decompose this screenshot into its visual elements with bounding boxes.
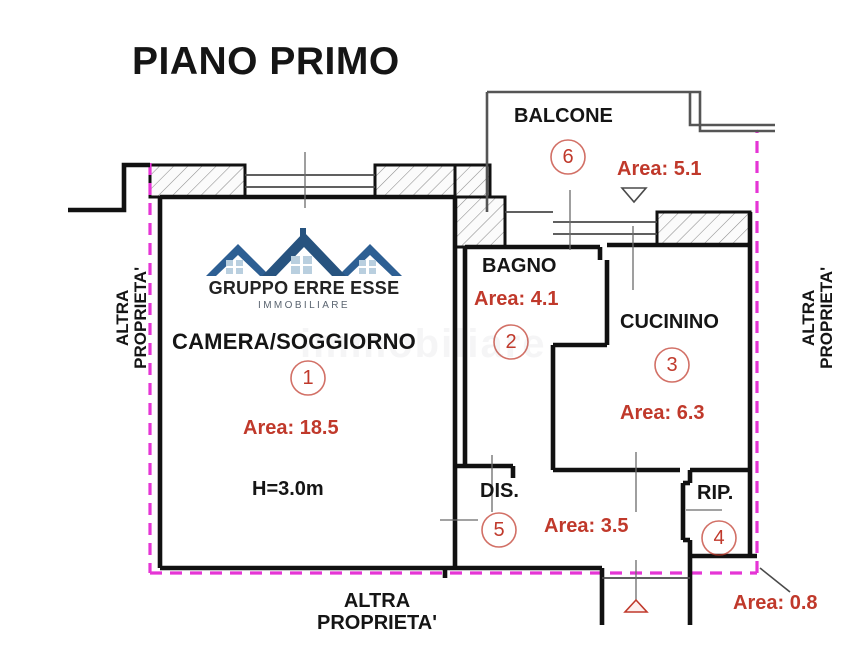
marker-circle-3 (654, 347, 690, 383)
area-leader-line (759, 567, 791, 593)
area-value-bagno: Area: 4.1 (474, 288, 559, 310)
hatched-walls (148, 163, 752, 249)
neighbour-label-left: ALTRA PROPRIETA' (113, 266, 150, 369)
area-value-rip: Area: 0.8 (733, 592, 818, 614)
balcony-outline (485, 90, 775, 212)
room-label-cucinino: CUCININO (620, 311, 719, 333)
area-value-camera-soggiorno: Area: 18.5 (243, 417, 339, 439)
neighbour-label-bottom: ALTRA PROPRIETA' (317, 590, 437, 635)
area-value-balcone: Area: 5.1 (617, 158, 702, 180)
door-direction-markers (620, 187, 649, 613)
marker-circle-6 (550, 139, 586, 175)
room-label-bagno: BAGNO (482, 255, 557, 277)
room-marker-6: 6 (562, 146, 574, 168)
room-label-balcone: BALCONE (514, 105, 613, 127)
room-marker-5: 5 (493, 519, 505, 541)
marker-circle-2 (493, 324, 529, 360)
room-label-camera-soggiorno: CAMERA/SOGGIORNO (172, 329, 416, 354)
marker-circle-4 (701, 520, 737, 556)
house-roofs-icon (206, 228, 402, 276)
logo-subtitle: IMMOBILIARE (258, 300, 350, 311)
dimension-centerlines (304, 152, 722, 600)
watermark-text: immobiliare (300, 322, 547, 366)
marker-circle-1 (290, 360, 326, 396)
room-label-dis: DIS. (480, 480, 519, 502)
room-label-rip: RIP. (697, 482, 734, 504)
marker-circle-5 (481, 512, 517, 548)
room-marker-1: 1 (302, 367, 314, 389)
room-marker-3: 3 (666, 354, 678, 376)
area-value-cucinino: Area: 6.3 (620, 402, 705, 424)
room-marker-circles (290, 139, 737, 556)
logo-company-name: GRUPPO ERRE ESSE (208, 278, 400, 298)
property-boundary-line (148, 131, 759, 575)
area-value-dis: Area: 3.5 (544, 515, 629, 537)
apartment-walls (68, 162, 757, 625)
ceiling-height-label: H=3.0m (252, 478, 324, 500)
room-marker-2: 2 (505, 331, 517, 353)
room-marker-4: 4 (713, 527, 725, 549)
agency-logo: GRUPPO ERRE ESSE IMMOBILIARE (196, 218, 412, 311)
page-title: PIANO PRIMO (132, 40, 400, 83)
neighbour-label-right: ALTRA PROPRIETA' (799, 266, 836, 369)
